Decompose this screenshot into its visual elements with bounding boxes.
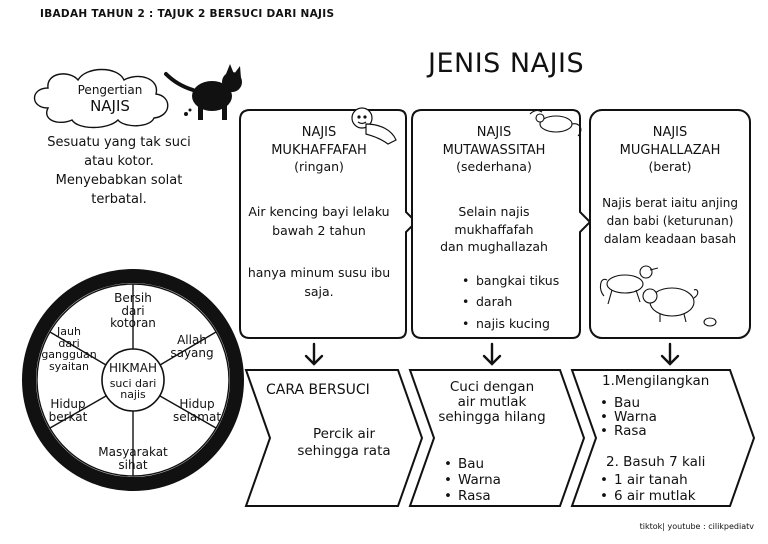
segment-line: kotoran [110, 316, 156, 331]
desc-line: saja. [304, 283, 334, 299]
mukhaffafah-desc2: hanya minum susu ibu saja. [240, 264, 398, 302]
box-level: (sederhana) [456, 159, 532, 175]
segment-line: sayang [170, 345, 214, 360]
down-arrow-icon [304, 342, 680, 366]
hikmah-wheel [22, 269, 244, 491]
pengertian-cloud [33, 68, 169, 129]
hikmah-segment-left: Hidup berkat [38, 398, 98, 423]
cara-line: air mutlak [457, 394, 527, 411]
cara-berat-step2: 2. Basuh 7 kali [606, 454, 706, 470]
segment-line: Bersih [114, 291, 152, 305]
box-mukhaffafah [239, 109, 418, 339]
list-item: Rasa [600, 424, 657, 438]
cara-line: sehingga hilang [438, 409, 546, 426]
cara-berat-bullets1: Bau Warna Rasa [600, 396, 657, 439]
cara-berat-bullets2: 1 air tanah 6 air mutlak [600, 472, 696, 504]
cara-sederhana: Cuci dengan air mutlak sehingga hilang [426, 379, 558, 426]
list-item: Warna [444, 472, 501, 488]
desc-line: dalam keadaan basah [603, 232, 737, 246]
desc-line: mukhaffafah [454, 221, 534, 237]
segment-line: syaitan [48, 359, 90, 373]
main-title: JENIS NAJIS [428, 48, 585, 79]
list-item: Bau [444, 456, 501, 472]
segment-line: Hidup [179, 397, 215, 411]
cara-sederhana-bullets: Bau Warna Rasa [444, 456, 501, 505]
desc-line: Selain najis [458, 204, 530, 219]
desc-line: Najis berat iaitu anjing [602, 196, 738, 210]
cara-line: sehingga rata [297, 442, 391, 459]
hikmah-center-sub: suci dari [109, 376, 157, 390]
definition-line: atau kotor. [84, 153, 154, 169]
cat-icon [164, 64, 242, 120]
hikmah-segment-upper-left: Jauh dari gangguan syaitan [36, 326, 102, 372]
box-title-line: NAJIS [301, 125, 337, 140]
pengertian-line2: NAJIS [90, 96, 130, 115]
definition-line: terbatal. [91, 191, 147, 207]
hikmah-segment-bottom: Masyarakat sihat [92, 446, 174, 471]
mukhaffafah-title: NAJIS MUKHAFFAFAH (ringan) [244, 124, 394, 176]
segment-line: berkat [48, 409, 88, 424]
mutawassitah-examples: bangkai tikus darah najis kucing [462, 270, 559, 334]
definition-text: Sesuatu yang tak suci atau kotor. Menyeb… [30, 134, 208, 209]
definition-line: Sesuatu yang tak suci [47, 135, 191, 150]
segment-line: dari [58, 336, 80, 350]
list-item: darah [462, 291, 559, 312]
segment-line: Masyarakat [98, 445, 168, 459]
list-item: bangkai tikus [462, 270, 559, 291]
box-title-line: MUTAWASSITAH [442, 142, 546, 158]
cara-berat-step1: 1.Mengilangkan [602, 373, 710, 389]
segment-line: Jauh [57, 325, 81, 338]
box-level: (ringan) [294, 159, 344, 175]
pengertian-line1: Pengertian [77, 83, 143, 97]
mughallazah-title: NAJIS MUGHALLAZAH (berat) [592, 124, 748, 176]
mutawassitah-title: NAJIS MUTAWASSITAH (sederhana) [414, 124, 574, 176]
rat-icon [529, 109, 582, 137]
footer-credit: tiktok| youtube : cilikpediatv [639, 522, 754, 531]
hikmah-center-sub: najis [120, 388, 146, 402]
segment-line: dari [121, 303, 145, 318]
definition-line: Menyebabkan solat [55, 172, 183, 188]
segment-line: sihat [118, 457, 148, 472]
list-item: Warna [600, 410, 657, 424]
hikmah-center-title: HIKMAH [108, 361, 158, 375]
cara-bersuci-label: CARA BERSUCI [266, 382, 370, 398]
box-title-line: MUGHALLAZAH [619, 142, 721, 158]
cara-line: Cuci dengan [449, 379, 535, 395]
hikmah-segment-right: Hidup selamat [166, 398, 228, 423]
list-item: najis kucing [462, 313, 559, 334]
hikmah-segment-top: Bersih dari kotoran [98, 292, 168, 330]
list-item: 1 air tanah [600, 472, 696, 488]
cara-line: Percik air [312, 426, 376, 442]
dog-icon [599, 265, 659, 305]
list-item: 6 air mutlak [600, 488, 696, 504]
mukhaffafah-desc: Air kencing bayi lelaku bawah 2 tahun [240, 203, 398, 241]
segment-line: Hidup [50, 397, 86, 411]
desc-line: dan babi (keturunan) [606, 214, 734, 228]
cara-ringan: Percik air sehingga rata [282, 426, 406, 460]
mutawassitah-desc: Selain najis mukhaffafah dan mughallazah [414, 203, 574, 256]
pig-icon [642, 287, 717, 327]
mughallazah-desc: Najis berat iaitu anjing dan babi (ketur… [590, 194, 750, 248]
segment-line: selamat [172, 409, 222, 424]
list-item: Rasa [444, 488, 501, 504]
desc-line: Air kencing bayi lelaku [248, 204, 390, 219]
baby-icon [351, 107, 397, 145]
hikmah-segment-upper-right: Allah sayang [162, 334, 222, 359]
page-header: IBADAH TAHUN 2 : TAJUK 2 BERSUCI DARI NA… [40, 8, 335, 20]
segment-line: gangguan [41, 348, 97, 362]
box-title-line: MUKHAFFAFAH [271, 142, 367, 158]
desc-line: dan mughallazah [440, 239, 548, 254]
desc-line: hanya minum susu ibu [247, 265, 391, 280]
desc-line: bawah 2 tahun [272, 222, 366, 238]
chevron-ringan [244, 369, 424, 507]
box-level: (berat) [648, 159, 692, 175]
hikmah-center: HIKMAH suci dari najis [103, 362, 163, 401]
segment-line: Allah [177, 333, 207, 347]
pengertian-label: Pengertian NAJIS [62, 83, 158, 115]
box-title-line: NAJIS [476, 125, 512, 140]
box-title-line: NAJIS [652, 125, 688, 140]
list-item: Bau [600, 396, 657, 410]
